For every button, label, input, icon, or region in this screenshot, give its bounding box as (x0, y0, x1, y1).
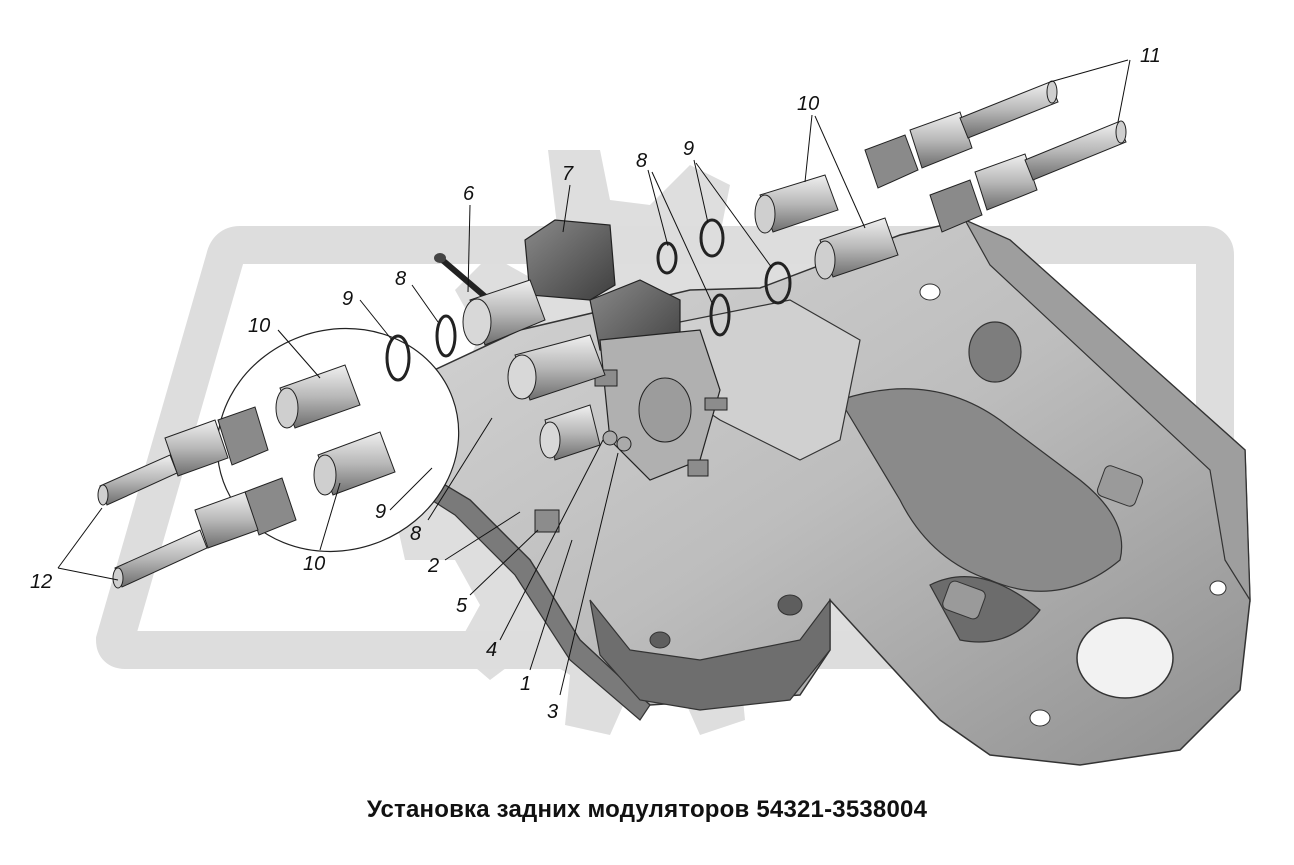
callout-9-low: 9 (375, 501, 386, 523)
fitting-10-c (275, 364, 361, 429)
callout-4: 4 (486, 639, 497, 661)
leader-lines (57, 59, 1131, 696)
ring-8-a (435, 314, 457, 358)
callout-8-top: 8 (636, 150, 647, 172)
ring-8-c (709, 293, 731, 337)
ring-9-b (764, 261, 792, 305)
ring-9-a (699, 218, 725, 258)
fitting-10-a (754, 174, 839, 234)
callout-10-top: 10 (797, 93, 819, 115)
callout-8-low: 8 (410, 523, 421, 545)
nipple-11-a (864, 80, 1059, 189)
callout-11: 11 (1140, 45, 1161, 67)
fitting-10-b (814, 217, 899, 280)
nipple-11-b (929, 120, 1127, 233)
callout-10-mid: 10 (248, 315, 270, 337)
callout-10-low: 10 (303, 553, 325, 575)
callout-2: 2 (427, 555, 439, 577)
callout-5: 5 (456, 595, 468, 617)
detail-oval (97, 327, 460, 589)
fitting-10-d (313, 431, 396, 496)
callout-1: 1 (520, 673, 531, 695)
figure-caption: Установка задних модуляторов 54321-35380… (366, 796, 928, 823)
callout-9-top: 9 (683, 138, 694, 160)
callout-12: 12 (30, 571, 52, 593)
callout-7: 7 (562, 163, 574, 185)
callout-3: 3 (547, 701, 558, 723)
callout-9-mid: 9 (342, 288, 353, 310)
callout-6: 6 (463, 183, 475, 205)
ring-9-c (385, 334, 411, 382)
nipple-12-a (97, 419, 229, 506)
nipple-12-b (112, 491, 259, 589)
upper-right-parts (435, 80, 1127, 358)
callout-8-mid: 8 (395, 268, 406, 290)
callout-labels: 1 2 3 4 5 6 7 8 8 8 9 9 9 10 10 10 11 12 (30, 45, 1161, 723)
